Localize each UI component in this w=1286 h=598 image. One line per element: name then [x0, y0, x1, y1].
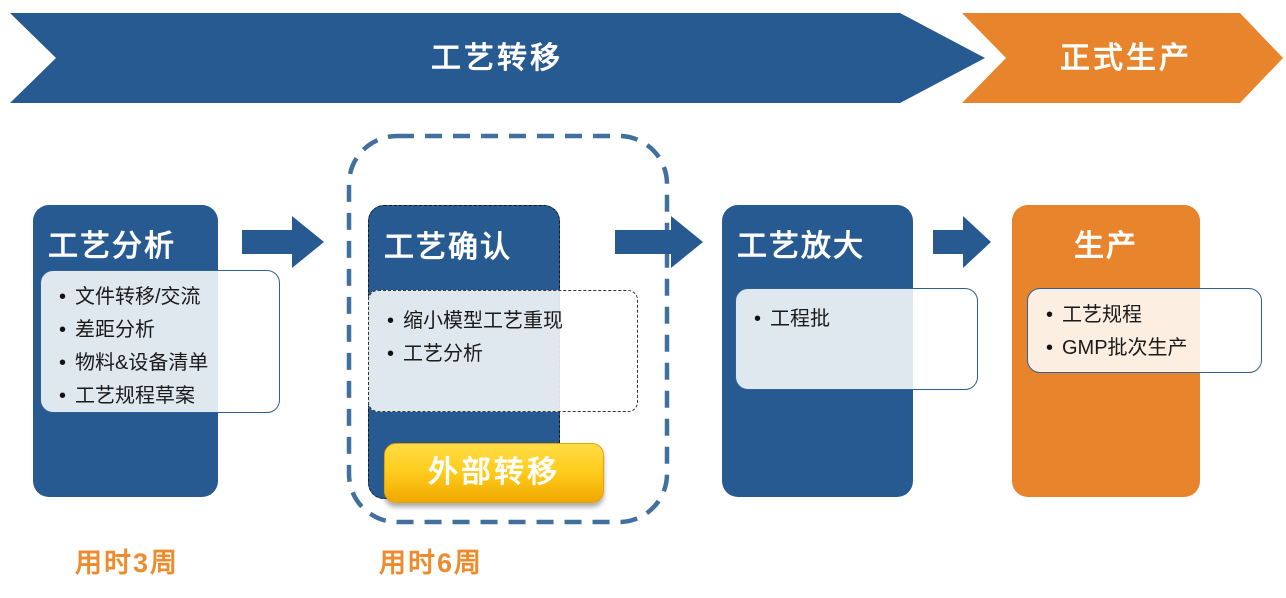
right-arrow-icon	[615, 216, 703, 268]
external-transfer-group-outline	[346, 133, 670, 525]
stage-title: 工艺放大	[737, 230, 865, 263]
external-transfer-badge: 外部转移	[384, 443, 604, 503]
stage-items-card-process-analysis: 文件转移/交流 差距分析 物料&设备清单 工艺规程草案	[40, 270, 280, 413]
stage-title: 工艺确认	[384, 231, 512, 264]
list-item: 缩小模型工艺重现	[383, 305, 631, 338]
stage-items-card-production: 工艺规程 GMP批次生产	[1027, 288, 1262, 373]
stage-items-card-process-confirmation: 缩小模型工艺重现 工艺分析	[368, 290, 638, 412]
list-item: 差距分析	[55, 314, 273, 347]
list-item: 物料&设备清单	[55, 347, 273, 380]
right-arrow-icon	[242, 216, 324, 268]
banner-chevrons	[10, 13, 1283, 103]
right-arrow-icon	[933, 216, 991, 268]
list-item: 工艺分析	[383, 338, 631, 371]
bullet-list: 缩小模型工艺重现 工艺分析	[383, 305, 631, 371]
formal-production-banner-label: 正式生产	[1060, 42, 1192, 75]
stage-title: 工艺分析	[48, 230, 176, 263]
bullet-list: 文件转移/交流 差距分析 物料&设备清单 工艺规程草案	[55, 281, 273, 413]
bullet-list: 工艺规程 GMP批次生产	[1042, 299, 1255, 365]
stage-items-card-process-scaleup: 工程批	[735, 288, 978, 390]
process-transfer-banner-shape	[10, 13, 985, 103]
list-item: 工艺规程草案	[55, 380, 273, 413]
list-item: 文件转移/交流	[55, 281, 273, 314]
list-item: 工程批	[750, 303, 971, 336]
stage-title: 生产	[1074, 230, 1138, 263]
duration-label-stage-1: 用时3周	[75, 548, 180, 578]
formal-production-banner-shape	[962, 13, 1283, 103]
list-item: 工艺规程	[1042, 299, 1255, 332]
bullet-list: 工程批	[750, 303, 971, 336]
dashed-border-shape	[346, 133, 670, 525]
duration-label-stage-2: 用时6周	[379, 548, 484, 578]
process-transfer-banner-label: 工艺转移	[431, 42, 563, 75]
list-item: GMP批次生产	[1042, 332, 1255, 365]
